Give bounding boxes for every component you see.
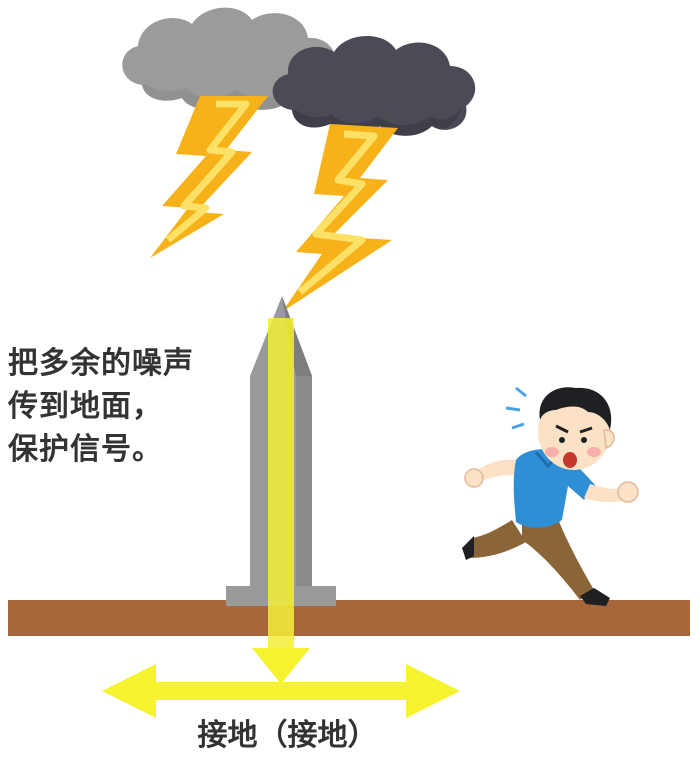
angry-brow-left bbox=[555, 424, 569, 434]
cheek-left bbox=[545, 447, 559, 457]
ground-label: 接地（接地） bbox=[197, 718, 378, 753]
cheek-right bbox=[587, 447, 601, 457]
running-person-icon bbox=[462, 386, 639, 606]
ground-bar bbox=[8, 600, 690, 636]
rod-shaft-shade bbox=[296, 376, 312, 586]
caption-line-2: 传到地面， bbox=[8, 389, 163, 424]
sweat-drop-2 bbox=[505, 406, 521, 412]
caption-line-3: 保护信号。 bbox=[8, 432, 163, 467]
sweat-drop-1 bbox=[515, 386, 527, 398]
open-mouth bbox=[563, 452, 577, 468]
horizontal-arrow-shaft bbox=[150, 682, 412, 700]
grounding-caption: 把多余的噪声 传到地面， 保护信号。 bbox=[8, 342, 194, 471]
front-shoe bbox=[580, 588, 610, 606]
sweat-drops-icon bbox=[505, 386, 527, 430]
cloud-back-shade bbox=[142, 80, 322, 110]
lightning-bolt-left bbox=[150, 96, 268, 258]
eye-left bbox=[559, 437, 565, 443]
back-leg bbox=[468, 520, 526, 558]
back-arm bbox=[476, 459, 518, 482]
grounding-arrows bbox=[102, 648, 460, 718]
left-arrow-head-icon bbox=[102, 664, 156, 718]
front-leg bbox=[522, 514, 594, 600]
front-arm bbox=[584, 484, 626, 503]
hair bbox=[539, 387, 612, 430]
sweat-drop-3 bbox=[511, 422, 525, 430]
angry-brow-right bbox=[579, 426, 593, 434]
current-beam bbox=[268, 318, 294, 668]
dark-storm-cloud-icon bbox=[272, 35, 476, 136]
eye-right bbox=[581, 437, 587, 443]
lightning-bolt-right bbox=[282, 124, 398, 312]
back-shoe bbox=[462, 536, 474, 560]
bolt-left-highlight bbox=[165, 100, 250, 243]
cloud-front-shape bbox=[272, 35, 476, 136]
rod-tip-shade bbox=[282, 296, 312, 376]
bolt-right-body bbox=[282, 124, 398, 312]
down-arrow-icon bbox=[252, 648, 310, 684]
bolt-right-highlight bbox=[297, 130, 378, 295]
front-fist bbox=[617, 481, 639, 503]
ear bbox=[603, 429, 615, 450]
back-fist bbox=[464, 468, 484, 488]
right-arrow-head-icon bbox=[406, 664, 460, 718]
caption-line-1: 把多余的噪声 bbox=[8, 346, 194, 381]
